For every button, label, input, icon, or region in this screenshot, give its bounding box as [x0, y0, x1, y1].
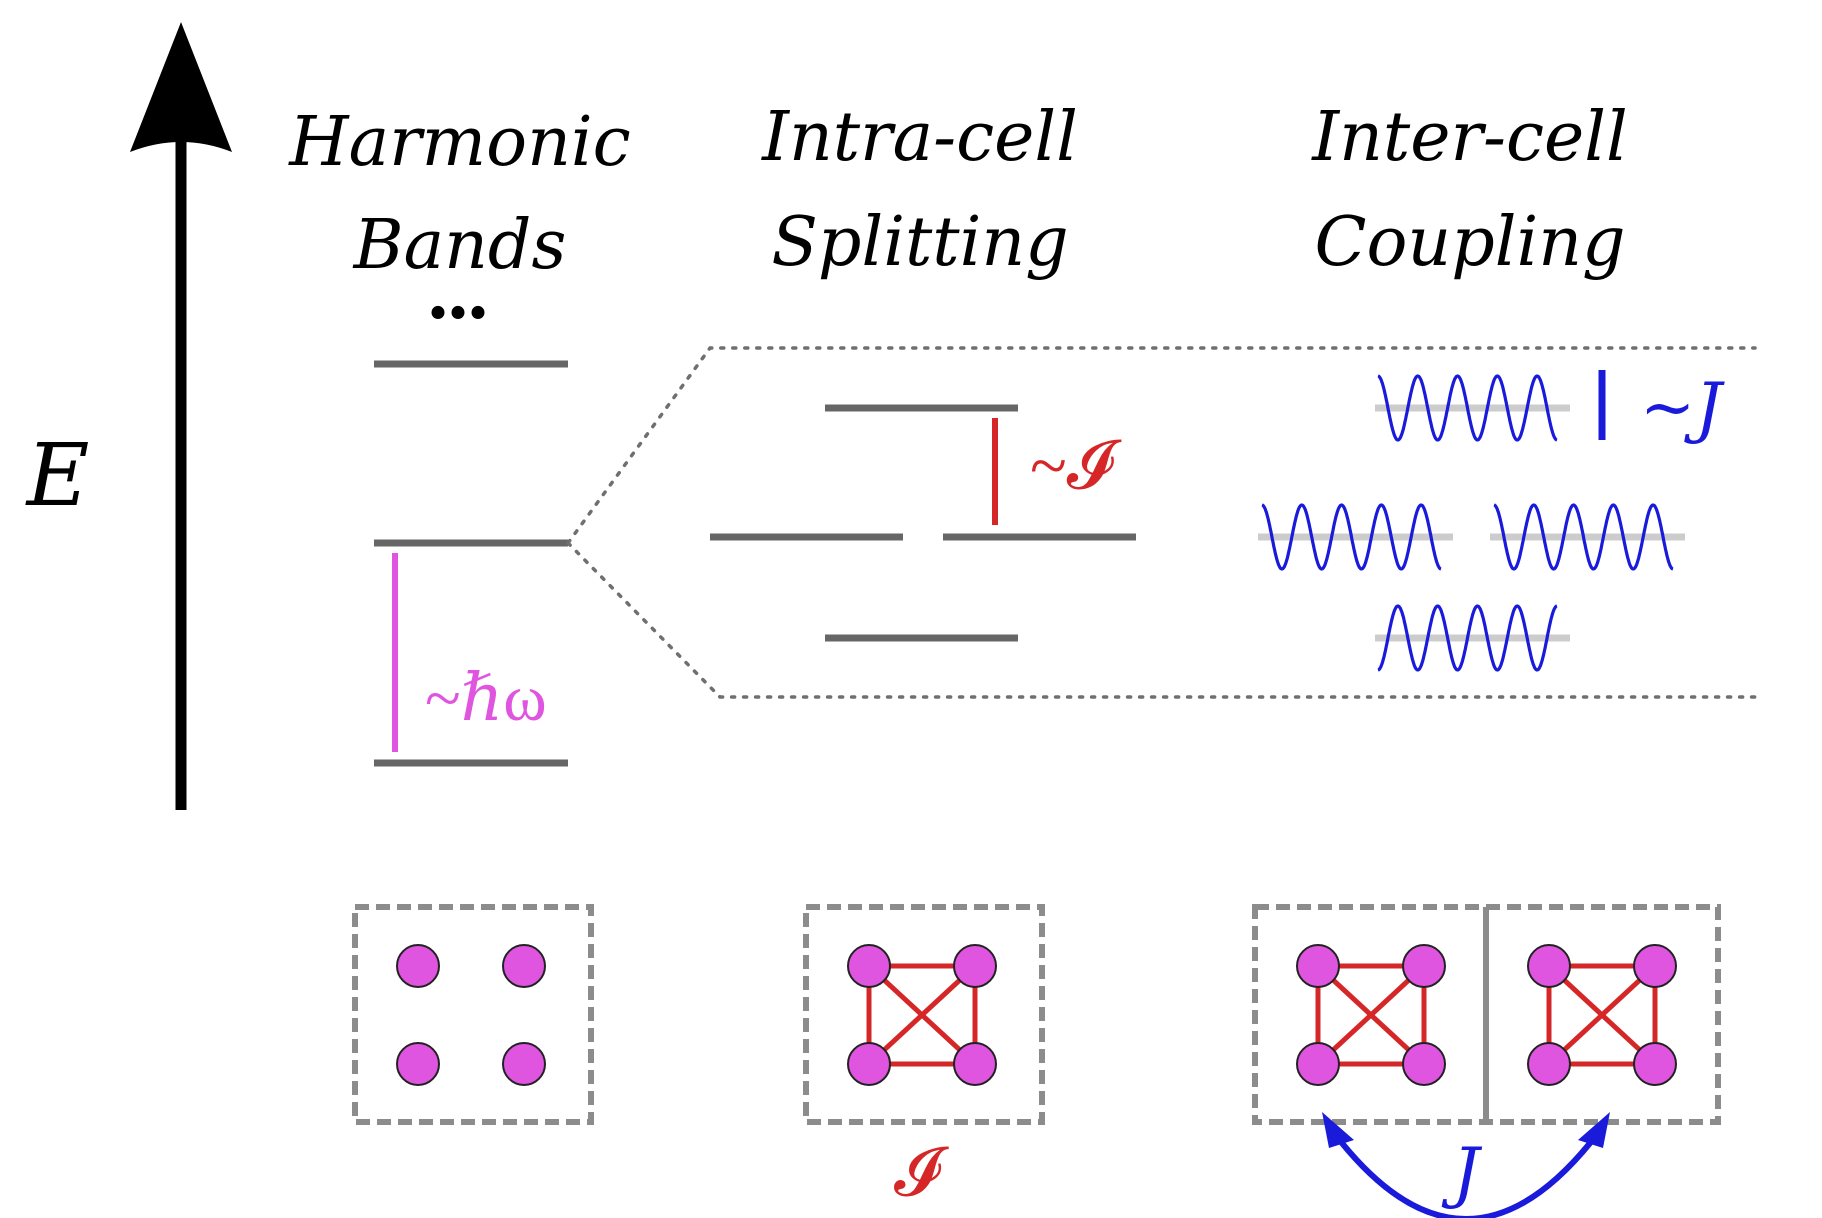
heading-inter-line2: Coupling	[1314, 203, 1625, 282]
intra-bottom-label: 𝓘	[894, 1134, 949, 1210]
cell-harmonic	[352, 904, 594, 1125]
cell-intra: 𝓘	[803, 904, 1045, 1210]
band-wave-top	[1377, 374, 1558, 442]
cell-box	[352, 904, 594, 1125]
site	[1296, 1042, 1340, 1086]
heading-inter-line1: Inter-cell	[1310, 98, 1628, 177]
arrowhead-left-icon	[1322, 1112, 1354, 1148]
column-headings: Harmonic Bands Intra-cell Splitting Inte…	[287, 98, 1627, 285]
arrowhead-right-icon	[1578, 1112, 1610, 1148]
heading-harmonic-line2: Bands	[352, 206, 567, 285]
heading-harmonic-line1: Harmonic	[287, 103, 630, 182]
cell-box	[803, 904, 1045, 1125]
axis-arrowhead-icon	[130, 22, 232, 152]
inter-label: ~J	[1640, 369, 1725, 446]
band-wave-middle-left	[1261, 503, 1442, 571]
site	[1402, 944, 1446, 988]
inter-bottom-label: J	[1441, 1134, 1483, 1211]
site	[847, 1042, 891, 1086]
site	[1402, 1042, 1446, 1086]
axis-label: E	[25, 426, 90, 526]
site	[847, 944, 891, 988]
site	[1296, 944, 1340, 988]
site	[1633, 1042, 1677, 1086]
site	[396, 1042, 440, 1086]
heading-intra-line1: Intra-cell	[760, 98, 1078, 177]
intra-label: ~𝓘	[1030, 427, 1122, 503]
harmonic-bands: ... ~ℏω	[374, 248, 568, 767]
site	[1527, 1042, 1571, 1086]
splitting-guides	[566, 346, 1757, 699]
site	[953, 1042, 997, 1086]
site	[502, 1042, 546, 1086]
energy-axis: E	[25, 22, 232, 810]
site	[953, 944, 997, 988]
ellipsis: ...	[428, 248, 488, 336]
inter-cell-bands: ~J	[1258, 369, 1725, 672]
site	[1633, 944, 1677, 988]
cell-inter: J	[1252, 904, 1721, 1218]
site	[502, 944, 546, 988]
heading-intra-line2: Splitting	[771, 203, 1068, 282]
coupling-arrow	[1331, 1131, 1601, 1218]
site	[396, 944, 440, 988]
hbar-omega-label: ~ℏω	[425, 662, 547, 735]
band-wave-bottom	[1377, 604, 1558, 672]
band-wave-middle-right	[1493, 503, 1674, 571]
intra-cell-levels: ~𝓘	[710, 404, 1136, 642]
site	[1527, 944, 1571, 988]
